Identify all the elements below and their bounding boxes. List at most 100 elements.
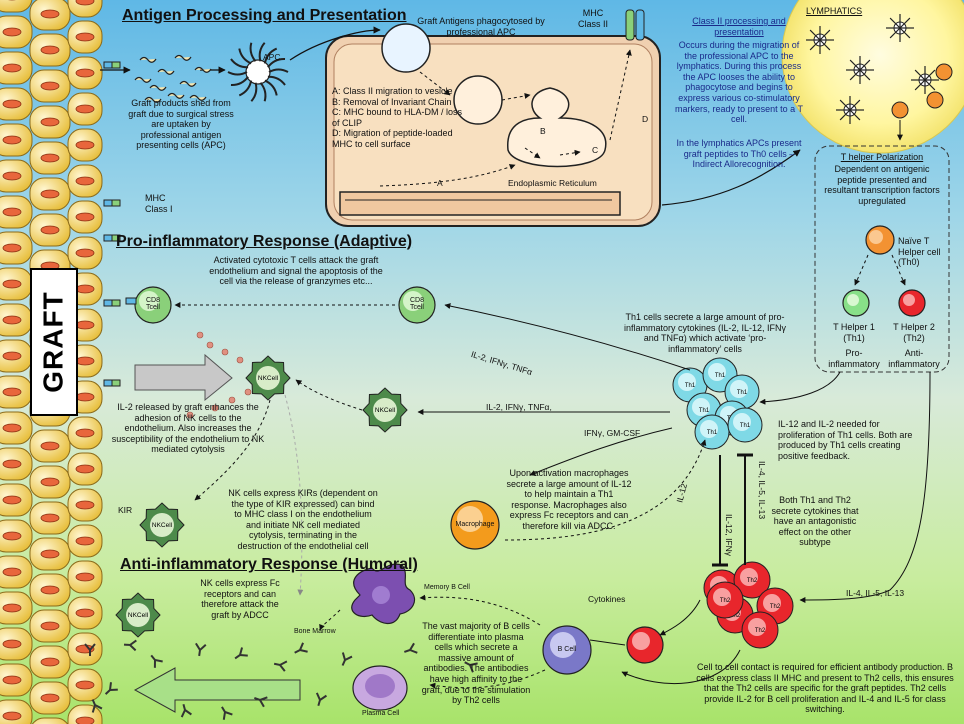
- class2-body2: In the lymphatics APCs present graft pep…: [676, 138, 802, 170]
- svg-text:Th2: Th2: [720, 598, 731, 604]
- debris-fragment: [144, 96, 162, 103]
- il4-label: IL-4, IL-5, IL-13: [757, 460, 768, 520]
- bone-marrow-label: Bone Marrow: [294, 628, 336, 635]
- il2-particle: [196, 331, 204, 339]
- il2-dots: [186, 331, 252, 419]
- antibody: [404, 642, 418, 654]
- graft-cell: [0, 411, 33, 445]
- antibody: [104, 682, 118, 695]
- graft-cell: [0, 339, 33, 373]
- apc-dendrite: [268, 68, 289, 73]
- svg-text:Th2: Th2: [747, 578, 758, 584]
- apc-dendrite: [238, 48, 252, 65]
- graft-cell: [0, 87, 33, 121]
- th2-cell: Th2: [733, 561, 771, 599]
- cd8-cell-activated: [398, 286, 436, 324]
- apc-dendrite: [267, 75, 286, 86]
- graft-debris: [134, 54, 212, 103]
- graft-cell: [0, 699, 33, 724]
- b-cell: [542, 625, 592, 675]
- cd8-label-left: CD8 Tcell: [145, 297, 160, 311]
- svg-text:NKCell: NKCell: [375, 407, 396, 414]
- graft-cell: [31, 717, 69, 724]
- helper-polarization-box: [814, 145, 950, 373]
- graft-cell: [29, 0, 71, 31]
- graft-cell: [29, 537, 71, 571]
- apc-dendrite: [263, 47, 278, 64]
- graft-cell: [29, 213, 71, 247]
- lymph-apc: [836, 96, 864, 124]
- il4-5-13-label: IL-4, IL-5, IL-13: [846, 588, 905, 598]
- graft-products-text: Graft products shed from graft due to su…: [128, 98, 234, 151]
- graft-cell: [0, 483, 33, 517]
- nk-cell: NKCell: [115, 592, 161, 638]
- il2-particle: [221, 348, 229, 356]
- graft-cell: [67, 92, 103, 126]
- graft-cell: [67, 128, 103, 162]
- th2-cluster: Th2Th2Th2Th2Th2Th2Th2: [640, 561, 794, 649]
- antibody: [254, 696, 268, 708]
- arrow-nk-label: IL-2, IFNγ, TNFα,: [486, 402, 552, 412]
- svg-text:Th1: Th1: [707, 430, 718, 436]
- graft-cell: [29, 69, 71, 103]
- letter-c: C: [592, 145, 599, 155]
- endoplasmic-reticulum: [339, 191, 621, 216]
- memory-label: Memory B Cell: [424, 584, 470, 591]
- mac-text: Upon activation macrophages secrete a la…: [506, 468, 632, 532]
- graft-cell: [67, 488, 103, 522]
- bcell-label: B Cell: [557, 646, 577, 653]
- letter-a: A: [437, 178, 443, 188]
- graft-cell: [0, 231, 33, 265]
- il12ifn-label: IL-12, IFNγ: [724, 513, 735, 557]
- ctl-text: Activated cytotoxic T cells attack the g…: [209, 255, 383, 287]
- antibody: [91, 699, 103, 713]
- debris-fragment: [149, 84, 167, 91]
- contact-text: Cell to cell contact is required for eff…: [696, 662, 954, 715]
- debris-fragment: [189, 94, 207, 101]
- svg-text:Th2: Th2: [755, 628, 766, 634]
- apc-dendrite: [249, 42, 257, 62]
- th2-cell-bcell: [626, 626, 664, 664]
- plasma-label: Plasma Cell: [362, 710, 400, 717]
- antibody: [195, 642, 207, 657]
- mhc1-label: MHC Class I: [145, 193, 173, 214]
- il2-particle: [244, 388, 252, 396]
- graft-cell: [0, 519, 33, 553]
- plasma-text: The vast majority of B cells differentia…: [421, 621, 531, 706]
- er-label: Endoplasmic Reticulum: [508, 178, 597, 188]
- antibody: [464, 661, 478, 673]
- graft-cell: [0, 195, 33, 229]
- arrow-mac-label: IFNγ, GM-CSF: [584, 428, 641, 438]
- antibody: [123, 639, 137, 652]
- svg-text:Th1: Th1: [740, 423, 751, 429]
- helper-title: T helper Polarization: [840, 152, 924, 162]
- apc-dendrite: [230, 58, 249, 69]
- graft-cell: [67, 452, 103, 486]
- apc-dendrite: [238, 80, 253, 97]
- letter-d: D: [642, 114, 649, 124]
- mhc2-label: MHC Class II: [577, 8, 608, 29]
- graft-cell: [0, 663, 33, 697]
- antibody: [84, 643, 96, 656]
- graft-cell: [0, 591, 33, 625]
- il2-particle: [206, 341, 214, 349]
- apc-dendrite: [267, 57, 286, 68]
- lymphatics-heading: LYMPHATICS: [806, 6, 863, 16]
- graft-label: GRAFT: [30, 268, 78, 416]
- il12-il2-text: IL-12 and IL-2 needed for proliferation …: [778, 419, 913, 461]
- graft-cell: [67, 524, 103, 558]
- il2-particle: [236, 356, 244, 364]
- th1-cell: Th1: [694, 414, 730, 450]
- graft-cell: [67, 416, 103, 450]
- graft-cell: [67, 164, 103, 198]
- cytokines-label: Cytokines: [588, 594, 626, 604]
- phagosome: [381, 23, 431, 73]
- th1-cluster: Th1Th1Th1Th1Th1Th1Th1: [672, 357, 763, 450]
- il2-particle: [186, 411, 194, 419]
- lymph-apc: [886, 14, 914, 42]
- debris-fragment: [139, 56, 157, 63]
- mhc1-marker: [103, 379, 121, 387]
- graft-cell: [29, 105, 71, 139]
- debris-fragment: [179, 80, 197, 87]
